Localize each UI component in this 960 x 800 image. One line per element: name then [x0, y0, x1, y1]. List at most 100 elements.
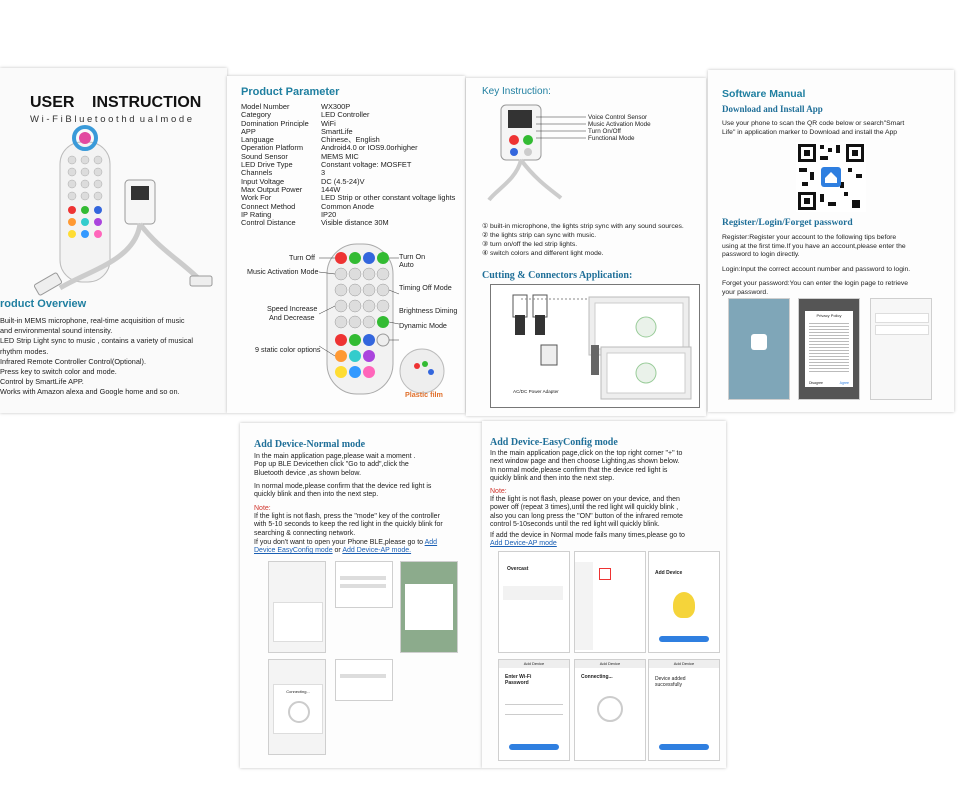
register-text: Register:Register your account to the fo… [722, 234, 952, 260]
normal-mode-heading: Add Device-Normal mode [254, 439, 366, 450]
easyconfig-link[interactable]: Add [424, 539, 438, 546]
connection-diagram: AC/DC Power Adapter [490, 284, 700, 408]
controller-module-illustration [487, 104, 563, 202]
easyconfig-note-label: Note: [490, 488, 507, 495]
download-line: Use your phone to scan the QR code below… [722, 120, 905, 127]
panel-add-device-normal: Add Device-Normal mode In the main appli… [240, 423, 482, 768]
key-items: ① built-in microphone, the lights strip … [482, 222, 706, 258]
privacy-dialog: Privacy Policy Disagree Agree [805, 311, 853, 387]
overview-item: Built-in MEMS microphone, real-time acqu… [0, 316, 185, 325]
overview-item: Works with Amazon alexa and Google home … [0, 387, 180, 397]
overview-item: LED Strip Light sync to music , contains… [0, 336, 194, 346]
tail-or: or [332, 547, 343, 555]
added-line: successfully [655, 682, 682, 688]
easy-screen-wifi: Add Device Enter Wi-Fi Password [498, 659, 570, 761]
app-logo-icon [751, 334, 767, 350]
next-button[interactable] [509, 744, 559, 750]
list-row [340, 584, 386, 588]
key-instruction-heading: Key Instruction: [482, 86, 551, 97]
ap-mode-link[interactable]: Add Device-AP mode [490, 540, 557, 548]
easyconfig-link[interactable]: Device EasyConfig mode [254, 547, 333, 555]
agree-button[interactable]: Agree [839, 381, 849, 385]
key-label: Turn On/Off [588, 128, 621, 135]
callout-timing-off: Timing Off Mode [399, 283, 452, 292]
key-label: Music Activation Mode [588, 121, 651, 128]
remote-keypad-diagram [318, 243, 445, 395]
intro-line: Bluetooth device ,as shown below. [254, 469, 362, 477]
phone-screen-privacy: Privacy Policy Disagree Agree [798, 298, 860, 400]
confirm-line: In normal mode,please confirm that the d… [254, 483, 432, 490]
screen-header: Add Device [649, 660, 719, 668]
screen-header: Add Device [499, 660, 569, 668]
screen-header: Add Device [575, 660, 645, 668]
callout-brightness: Brightness Diming [399, 306, 458, 315]
home-card [875, 313, 929, 323]
ap-mode-link[interactable]: Add Device-AP mode. [342, 547, 412, 555]
normal-screen-2 [335, 561, 393, 608]
list-row [340, 576, 386, 580]
forget-line: Forget your password:You can enter the l… [722, 280, 909, 287]
password-input[interactable] [505, 714, 563, 715]
phone-screen-splash [728, 298, 790, 400]
key-item: ① built-in microphone, the lights strip … [482, 223, 684, 230]
forget-text: Forget your password:You can enter the l… [722, 280, 952, 297]
password-dialog [405, 584, 453, 630]
privacy-text [809, 321, 849, 373]
added-title: Device added successfully [655, 676, 686, 688]
normal-note-label: Note: [254, 505, 271, 512]
callout-static-colors: 9 static color options [255, 345, 321, 354]
phone-screen-home [870, 298, 932, 400]
parameter-heading: Product Parameter [241, 86, 340, 98]
connecting-dialog: Connecting... [273, 684, 323, 734]
software-heading: Software Manual [722, 88, 806, 100]
panel-user-instruction: USER INSTRUCTION W i - F i B l u e t o o… [0, 68, 227, 413]
category-sidebar [575, 562, 593, 650]
progress-ring-icon [597, 696, 623, 722]
note-line: with 5-10 seconds to keep the red light … [254, 521, 443, 529]
lighting-option[interactable] [599, 568, 611, 580]
normal-confirm: In normal mode,please confirm that the d… [254, 483, 482, 500]
done-button[interactable] [659, 744, 709, 750]
key-item: ④ switch colors and different light mode… [482, 250, 604, 257]
forget-line: your password. [722, 288, 769, 296]
title-user: USER [30, 94, 75, 111]
overview-item: Control by SmartLife APP. [0, 377, 84, 387]
intro-line: In the main application page,click on th… [490, 450, 683, 457]
note-line: also you can long press the "ON" button … [490, 512, 683, 520]
callout-plastic-film: Plastic film [405, 390, 443, 399]
normal-tail: If you don't want to open your Phone BLE… [254, 539, 482, 556]
easyconfig-intro: In the main application page,click on th… [490, 450, 726, 484]
overview-heading: roduct Overview [0, 298, 87, 310]
download-text: Use your phone to scan the QR code below… [722, 120, 952, 137]
normal-screen-4: Connecting... [268, 659, 326, 755]
overview-item: rhythm modes. [0, 346, 49, 356]
easy-screen-added: Add Device Device added successfully [648, 659, 720, 761]
added-line: Device added [655, 676, 686, 682]
confirm-button[interactable] [659, 636, 709, 642]
wifi-input[interactable] [505, 704, 563, 705]
download-line: Life" in application marker to Download … [722, 128, 898, 136]
connecting-title: Connecting... [581, 674, 613, 680]
register-line: password to login directly. [722, 251, 800, 258]
disagree-button[interactable]: Disagree [809, 381, 824, 385]
callout-turn-on: Turn On [399, 252, 426, 261]
normal-screen-1 [268, 561, 326, 653]
intro-line: next window page and then choose Lightin… [490, 458, 680, 466]
easy-screen-category [574, 551, 646, 653]
callout-speed-2: And Decrease [269, 313, 315, 322]
connecting-text: Connecting... [286, 689, 310, 694]
tail-text: If you don't want to open your Phone BLE… [254, 539, 425, 546]
remote-controller-illustration [33, 125, 213, 296]
intro-line: quickly blink and then into the next ste… [490, 475, 615, 483]
callout-turn-off: Turn Off [289, 253, 315, 262]
panel-add-device-easyconfig: Add Device-EasyConfig mode In the main a… [482, 421, 726, 768]
title-instruction: INSTRUCTION [92, 94, 202, 111]
